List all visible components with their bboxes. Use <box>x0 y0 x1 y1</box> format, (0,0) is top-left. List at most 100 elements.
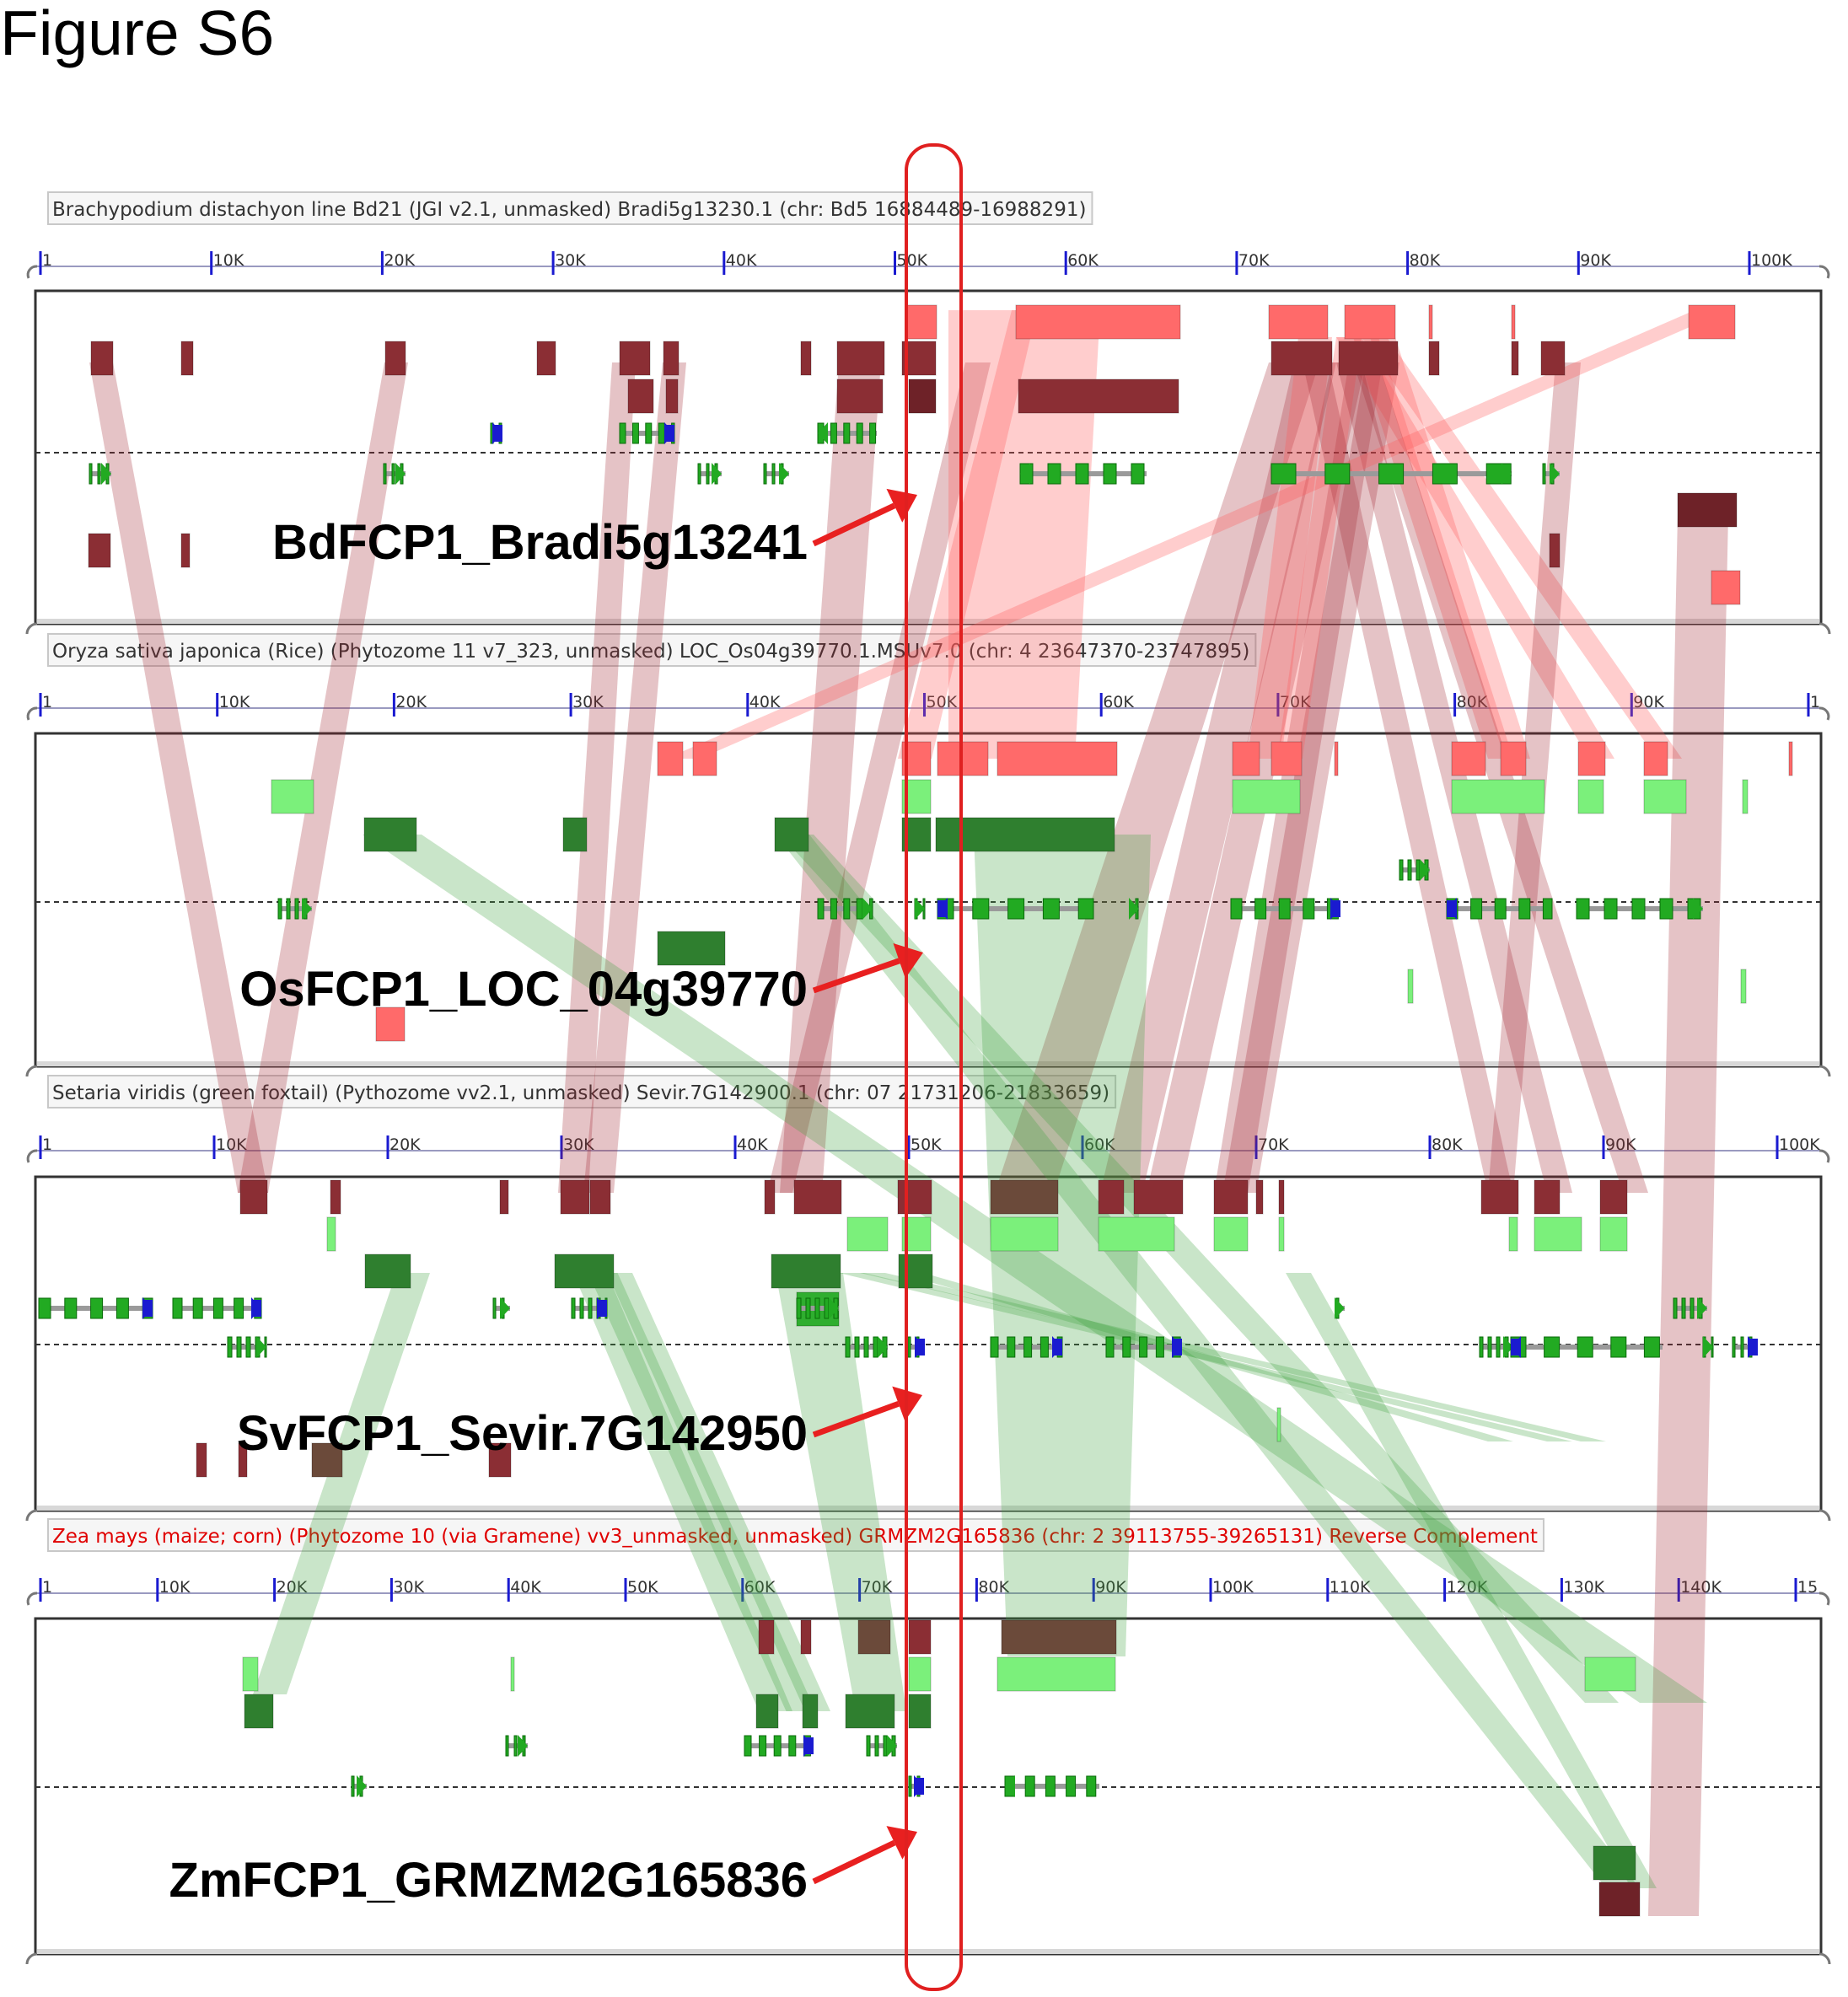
gene-model <box>1576 898 1703 920</box>
feature-block <box>1232 741 1260 776</box>
pointer-arrow <box>812 958 900 994</box>
gene-exon <box>64 1297 78 1319</box>
feature-block <box>244 1694 274 1729</box>
pointer-arrowhead <box>886 1826 917 1860</box>
gene-exon <box>1007 898 1025 920</box>
gene-model <box>38 1297 153 1319</box>
ruler-tick-label: 1 <box>42 1135 52 1154</box>
gene-exon <box>1042 898 1060 920</box>
feature-block <box>1268 304 1329 340</box>
synteny-ribbon <box>776 835 1640 1888</box>
feature-block <box>836 341 885 376</box>
gene-exon <box>1487 1336 1492 1358</box>
feature-block <box>1534 1179 1561 1215</box>
gene-arrowhead <box>712 463 722 485</box>
feature-block <box>375 1007 406 1042</box>
feature-block <box>1451 741 1486 776</box>
feature-block <box>1593 1845 1636 1881</box>
gene-exon <box>90 1297 104 1319</box>
feature-block <box>330 1179 341 1215</box>
gene-exon <box>1023 1336 1033 1358</box>
track-cap-right <box>1818 1065 1831 1077</box>
gene-arrowhead <box>1330 898 1340 920</box>
gene-exon <box>236 1336 242 1358</box>
gene-exon <box>830 898 837 920</box>
gene-model <box>914 898 926 920</box>
feature-block <box>1688 304 1736 340</box>
panel-title: Oryza sativa japonica (Rice) (Phytozome … <box>52 641 1249 663</box>
ruler-tick-label: 90K <box>1580 251 1611 270</box>
ruler-tick-label: 80K <box>1432 1135 1463 1154</box>
gene-label-zm: ZmFCP1_GRMZM2G165836 <box>169 1853 808 1908</box>
gene-exon <box>883 1735 888 1757</box>
feature-block <box>88 533 111 568</box>
gene-exon <box>513 1735 518 1757</box>
feature-block <box>692 741 717 776</box>
ruler-tick-label: 100K <box>1779 1135 1820 1154</box>
gene-exon <box>1122 1336 1131 1358</box>
gene-exon <box>1047 463 1061 485</box>
feature-block <box>908 1694 932 1729</box>
gene-exon <box>1659 898 1673 920</box>
feature-block <box>1480 1179 1519 1215</box>
ruler-tick-label: 1 <box>42 1578 52 1597</box>
feature-block <box>1677 492 1738 528</box>
feature-block <box>1740 969 1747 1004</box>
gene-arrowhead <box>878 1336 888 1358</box>
ruler-tick-label: 140K <box>1680 1578 1722 1597</box>
synteny-ribbon <box>1488 362 1581 1193</box>
gene-model <box>697 463 722 485</box>
ruler-tick-label: 80K <box>978 1578 1009 1597</box>
ruler-tick-label: 50K <box>911 1135 942 1154</box>
synteny-ribbon <box>1286 1273 1657 1888</box>
gene-model <box>908 1775 924 1797</box>
feature-block <box>589 1179 611 1215</box>
gene-exon <box>706 463 710 485</box>
ruler-tick-label: 10K <box>219 693 250 711</box>
panel-title: Setaria viridis (green foxtail) (Pythozo… <box>52 1082 1109 1104</box>
gene-arrowhead <box>500 1297 510 1319</box>
gene-model <box>796 1297 839 1319</box>
gene-exon <box>1643 1336 1660 1358</box>
gene-model <box>383 463 406 485</box>
feature-block <box>997 1656 1116 1692</box>
gene-exon <box>697 463 701 485</box>
feature-block <box>665 378 679 414</box>
gene-model <box>1335 1297 1345 1319</box>
gene-exon <box>763 463 767 485</box>
gene-exon <box>1407 859 1412 881</box>
ruler-tick-label: 40K <box>726 251 757 270</box>
feature-block <box>1599 1216 1628 1252</box>
gene-exon <box>1077 898 1094 920</box>
gene-model <box>1702 1336 1714 1358</box>
gene-exon <box>89 463 93 485</box>
ruler-cap-left <box>26 706 38 721</box>
gene-exon <box>866 1735 871 1757</box>
gene-model <box>1399 859 1430 881</box>
gene-arrowhead <box>1005 1775 1015 1797</box>
feature-block <box>1599 1179 1628 1215</box>
gene-exon <box>1416 859 1421 881</box>
gene-exon <box>830 422 837 444</box>
feature-block <box>1643 779 1687 814</box>
ruler-cap-right <box>1818 265 1830 279</box>
ruler-cap-right <box>1818 1149 1830 1163</box>
gene-model <box>817 422 877 444</box>
gene-model <box>866 1735 897 1757</box>
gene-model <box>1732 1336 1758 1358</box>
feature-block <box>1334 741 1339 776</box>
gene-arrowhead <box>302 898 312 920</box>
feature-block <box>1511 341 1519 376</box>
synteny-ribbon <box>558 362 636 1193</box>
synteny-ribbon <box>898 1273 1513 1441</box>
synteny-ribbon <box>1353 362 1648 1193</box>
feature-block <box>908 1656 932 1692</box>
feature-block <box>180 341 194 376</box>
gene-exon <box>1105 1336 1115 1358</box>
ruler-tick-label: 60K <box>1084 1135 1115 1154</box>
feature-block <box>1742 779 1749 814</box>
ruler-tick-label: 70K <box>1280 693 1311 711</box>
feature-block <box>536 341 556 376</box>
